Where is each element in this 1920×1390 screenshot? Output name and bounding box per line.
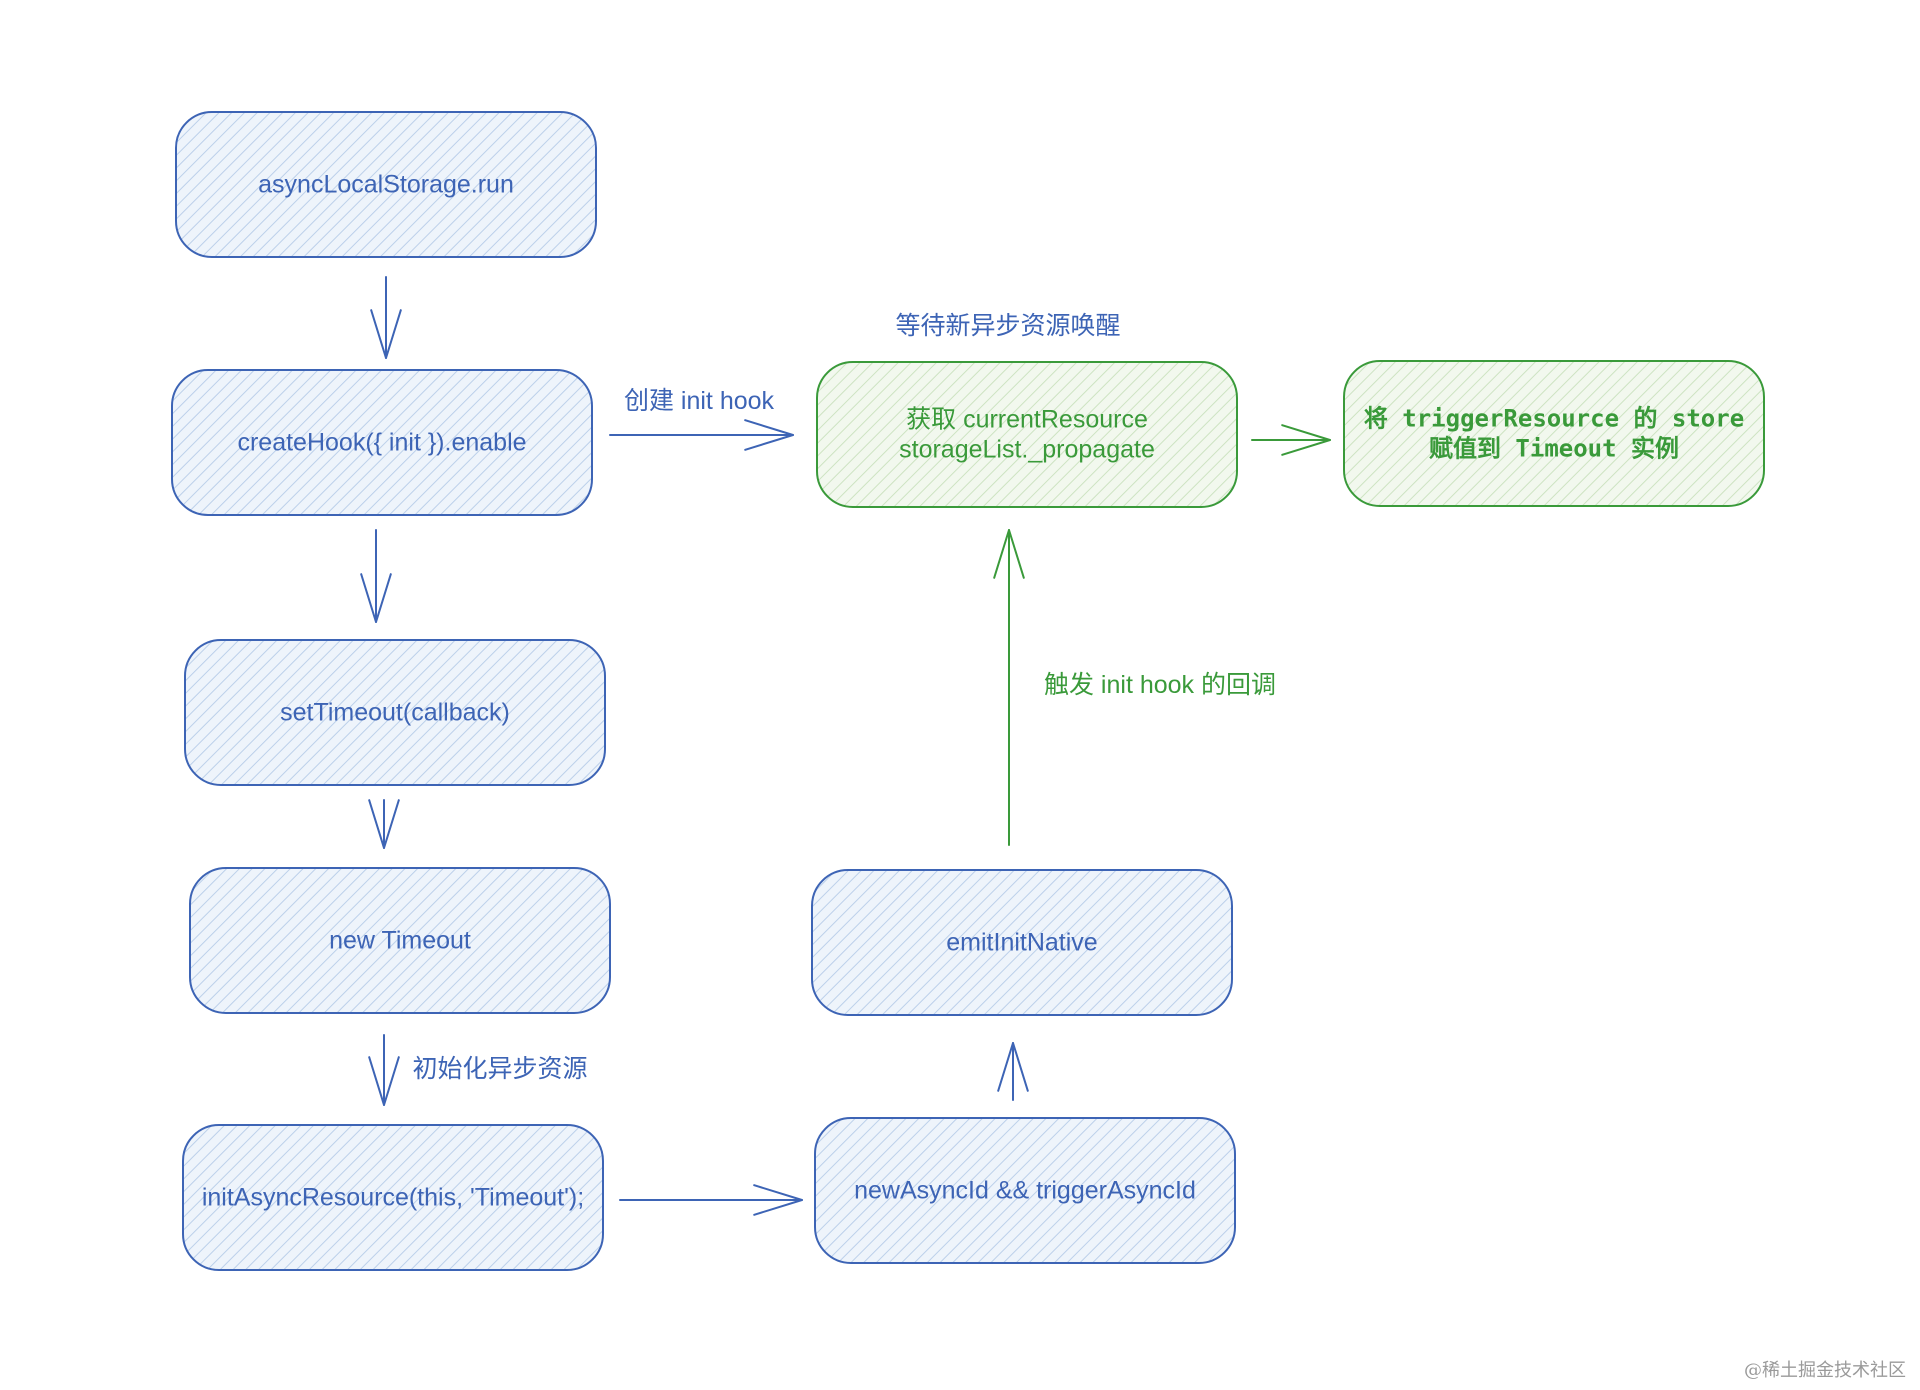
node-box bbox=[171, 369, 593, 516]
arrow-head bbox=[997, 1042, 1029, 1092]
node-box bbox=[816, 361, 1238, 508]
node-label: 将 triggerResource 的 store bbox=[1364, 405, 1744, 433]
node-label: initAsyncResource(this, 'Timeout'); bbox=[202, 1184, 584, 1212]
node-box bbox=[175, 111, 597, 258]
arrow-emitinit-to-getcurrent bbox=[993, 529, 1025, 846]
node-box bbox=[189, 867, 611, 1014]
arrow-settimeout-to-newtimeout bbox=[368, 799, 400, 849]
node-async-local-storage-run: asyncLocalStorage.run bbox=[175, 111, 597, 258]
node-label: 获取 currentResource bbox=[906, 406, 1148, 434]
node-box bbox=[184, 639, 606, 786]
label-init-async-resource: 初始化异步资源 bbox=[412, 1055, 587, 1083]
node-new-async-id: newAsyncId && triggerAsyncId bbox=[814, 1117, 1236, 1264]
node-emit-init-native: emitInitNative bbox=[811, 869, 1233, 1016]
node-label: newAsyncId && triggerAsyncId bbox=[854, 1177, 1196, 1205]
arrow-head bbox=[744, 419, 794, 451]
arrow-getcurrent-to-assignstore bbox=[1251, 424, 1331, 456]
node-box bbox=[182, 1124, 604, 1271]
watermark: @稀土掘金技术社区 bbox=[1744, 1360, 1906, 1381]
arrow-run-to-createhook bbox=[370, 276, 402, 359]
arrow-head bbox=[370, 309, 402, 359]
arrow-head bbox=[1281, 424, 1331, 456]
arrow-newasyncid-to-emitinit bbox=[997, 1042, 1029, 1101]
node-label: setTimeout(callback) bbox=[280, 699, 510, 727]
node-label: new Timeout bbox=[329, 927, 471, 955]
arrow-head bbox=[753, 1184, 803, 1216]
node-new-timeout: new Timeout bbox=[189, 867, 611, 1014]
arrow-initasync-to-newasyncid bbox=[619, 1184, 803, 1216]
node-label: asyncLocalStorage.run bbox=[258, 171, 514, 199]
arrow-newtimeout-to-initasync bbox=[368, 1034, 400, 1106]
arrow-head bbox=[368, 799, 400, 849]
node-label: storageList._propagate bbox=[899, 436, 1155, 464]
node-label: emitInitNative bbox=[946, 929, 1097, 957]
node-init-async-resource: initAsyncResource(this, 'Timeout'); bbox=[182, 1124, 604, 1271]
node-box bbox=[814, 1117, 1236, 1264]
node-label: createHook({ init }).enable bbox=[237, 429, 526, 457]
arrow-head bbox=[368, 1056, 400, 1106]
label-create-init-hook: 创建 init hook bbox=[624, 387, 775, 415]
arrow-head bbox=[993, 529, 1025, 579]
arrow-createhook-to-getcurrent bbox=[609, 419, 794, 451]
node-label: 赋值到 Timeout 实例 bbox=[1429, 435, 1679, 463]
node-box bbox=[811, 869, 1233, 1016]
node-create-hook-enable: createHook({ init }).enable bbox=[171, 369, 593, 516]
node-set-timeout: setTimeout(callback) bbox=[184, 639, 606, 786]
label-wait-new-async: 等待新异步资源唤醒 bbox=[895, 312, 1120, 340]
node-box bbox=[1343, 360, 1765, 507]
arrow-head bbox=[360, 573, 392, 623]
label-trigger-init-hook: 触发 init hook 的回调 bbox=[1044, 671, 1276, 699]
arrow-createhook-to-settimeout bbox=[360, 529, 392, 623]
